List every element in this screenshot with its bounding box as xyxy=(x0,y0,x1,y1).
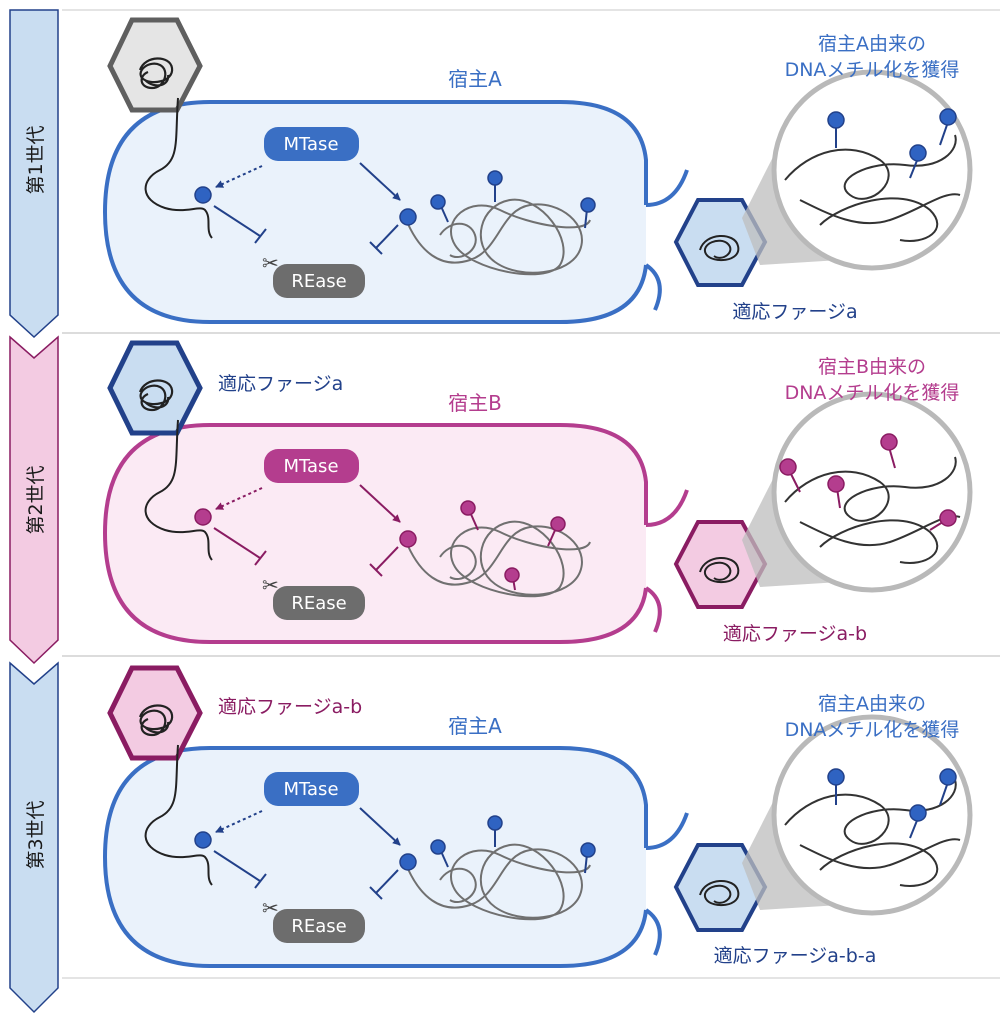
magnified-dna-icon xyxy=(771,391,973,593)
incoming-phage-label: 適応ファージa xyxy=(218,373,343,395)
rease-label: REase xyxy=(291,593,346,614)
generation-arrow-2: 第2世代 xyxy=(9,335,59,665)
panel-generation-2: 宿主B 適応ファージa MTase REase ✂ 適応ファージa-b xyxy=(102,340,973,645)
generation-label: 第2世代 xyxy=(25,465,47,534)
injected-dna xyxy=(144,97,213,239)
inhibition-line xyxy=(375,224,399,249)
inhibition-line xyxy=(213,527,261,559)
methylation-arrow-dotted xyxy=(215,810,263,833)
mtase-label: MTase xyxy=(283,134,338,155)
scissors-icon: ✂ xyxy=(262,896,279,920)
host-label: 宿主A xyxy=(448,714,502,738)
hexagon-phage-icon xyxy=(107,665,203,761)
acquired-methylation-label: DNAメチル化を獲得 xyxy=(785,719,960,741)
methylation-arrow xyxy=(359,807,401,846)
scissors-icon: ✂ xyxy=(262,573,279,597)
mtase-box xyxy=(264,127,359,161)
generation-arrow-3: 第3世代 xyxy=(9,661,59,1014)
rease-box xyxy=(273,264,365,298)
magnified-dna-icon xyxy=(771,714,973,916)
outgoing-phage-label: 適応ファージa-b-a xyxy=(714,945,877,967)
acquired-methylation-label: DNAメチル化を獲得 xyxy=(785,382,960,404)
panel-generation-1: 宿主A MTase REase ✂ xyxy=(102,17,973,324)
inhibition-line xyxy=(213,205,261,237)
generation-label: 第1世代 xyxy=(25,125,47,194)
methyl-group-icon xyxy=(194,508,212,526)
host-genome xyxy=(407,520,591,598)
methyl-group-icon xyxy=(194,831,212,849)
mtase-label: MTase xyxy=(283,779,338,800)
mtase-label: MTase xyxy=(283,456,338,477)
scissors-icon: ✂ xyxy=(262,251,279,275)
acquired-methylation-label: 宿主A由来の xyxy=(818,693,926,715)
magnified-dna-icon xyxy=(771,69,973,271)
rease-box xyxy=(273,909,365,943)
host-label: 宿主B xyxy=(448,391,502,415)
generation-arrow-1: 第1世代 xyxy=(9,9,59,339)
mtase-box xyxy=(264,449,359,483)
rease-label: REase xyxy=(291,916,346,937)
inhibition-line xyxy=(213,850,261,882)
host-cell xyxy=(102,100,648,324)
mtase-box xyxy=(264,772,359,806)
hexagon-phage-icon xyxy=(673,843,768,932)
hexagon-phage-icon xyxy=(673,520,768,609)
host-label: 宿主A xyxy=(448,67,502,91)
panel-generation-3: 宿主A 適応ファージa-b MTase REase ✂ 適応ファージa-b xyxy=(102,665,973,968)
methylation-arrow-dotted xyxy=(215,487,263,510)
outgoing-phage-label: 適応ファージa-b xyxy=(723,623,867,645)
host-genome xyxy=(407,843,591,921)
injected-dna xyxy=(144,744,213,886)
rease-label: REase xyxy=(291,271,346,292)
acquired-methylation-label: 宿主A由来の xyxy=(818,33,926,55)
rease-box xyxy=(273,586,365,620)
inhibition-line xyxy=(375,869,399,894)
methylation-arrow xyxy=(359,484,401,523)
hexagon-phage-icon xyxy=(107,340,203,436)
hexagon-phage-icon xyxy=(107,17,203,113)
host-genome xyxy=(407,198,591,276)
incoming-phage-label: 適応ファージa-b xyxy=(218,696,362,718)
methyl-group-icon xyxy=(194,186,212,204)
hexagon-phage-icon xyxy=(673,198,768,287)
outgoing-phage-label: 適応ファージa xyxy=(732,301,857,323)
host-cell xyxy=(102,746,648,968)
inhibition-line xyxy=(375,546,399,571)
injected-dna xyxy=(144,419,213,561)
methylation-arrow-dotted xyxy=(215,165,263,188)
host-cell xyxy=(102,423,648,644)
methylation-arrow xyxy=(359,162,401,201)
generation-label: 第3世代 xyxy=(25,800,47,869)
acquired-methylation-label: 宿主B由来の xyxy=(818,356,926,378)
acquired-methylation-label: DNAメチル化を獲得 xyxy=(785,59,960,81)
